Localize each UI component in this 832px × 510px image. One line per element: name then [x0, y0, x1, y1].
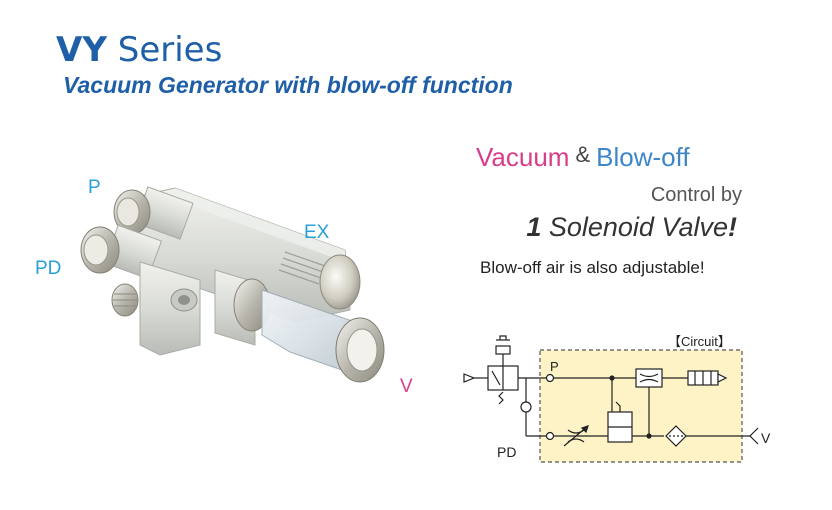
page-subtitle: Vacuum Generator with blow-off function — [63, 72, 513, 98]
circuit-label-v: V — [761, 430, 771, 446]
solenoid-exclamation: ! — [728, 212, 737, 242]
p-port-fitting — [113, 186, 194, 240]
circuit-node-pd — [545, 431, 555, 441]
port-label-v: V — [400, 376, 413, 397]
solenoid-text: Solenoid Valve — [548, 212, 728, 242]
port-label-ex: EX — [304, 222, 330, 243]
control-by-text: Control by — [650, 184, 742, 206]
page-title: VY Series — [56, 30, 222, 70]
tagline-vacuum: Vacuum — [476, 142, 570, 172]
port-label-p: P — [88, 177, 101, 198]
circuit-label-pd: PD — [497, 444, 517, 460]
port-label-pd: PD — [35, 258, 62, 279]
check-valve-symbol — [520, 401, 532, 413]
ejector-nozzle-symbol — [635, 368, 663, 388]
circuit-enclosure — [539, 349, 743, 463]
title-series-code: VY — [56, 30, 107, 70]
adjustable-note: Blow-off air is also adjustable! — [480, 258, 705, 277]
feature-tagline: Vacuum&Blow-off — [476, 142, 690, 173]
circuit-label: 【Circuit】 — [668, 334, 731, 349]
solenoid-valve-symbol — [487, 335, 519, 405]
circuit-node-p — [545, 373, 555, 383]
needle-valve-block — [111, 261, 201, 356]
filter-symbol — [665, 425, 687, 447]
solenoid-headline: 1 Solenoid Valve! — [526, 212, 737, 243]
v-port-filter — [214, 269, 385, 383]
solenoid-count: 1 — [526, 212, 542, 242]
tagline-blowoff: Blow-off — [596, 142, 690, 172]
tagline-ampersand: & — [575, 142, 591, 167]
v-outlet-symbol — [749, 427, 759, 445]
circuit-label-p: P — [550, 359, 559, 374]
title-series-word: Series — [117, 30, 223, 70]
